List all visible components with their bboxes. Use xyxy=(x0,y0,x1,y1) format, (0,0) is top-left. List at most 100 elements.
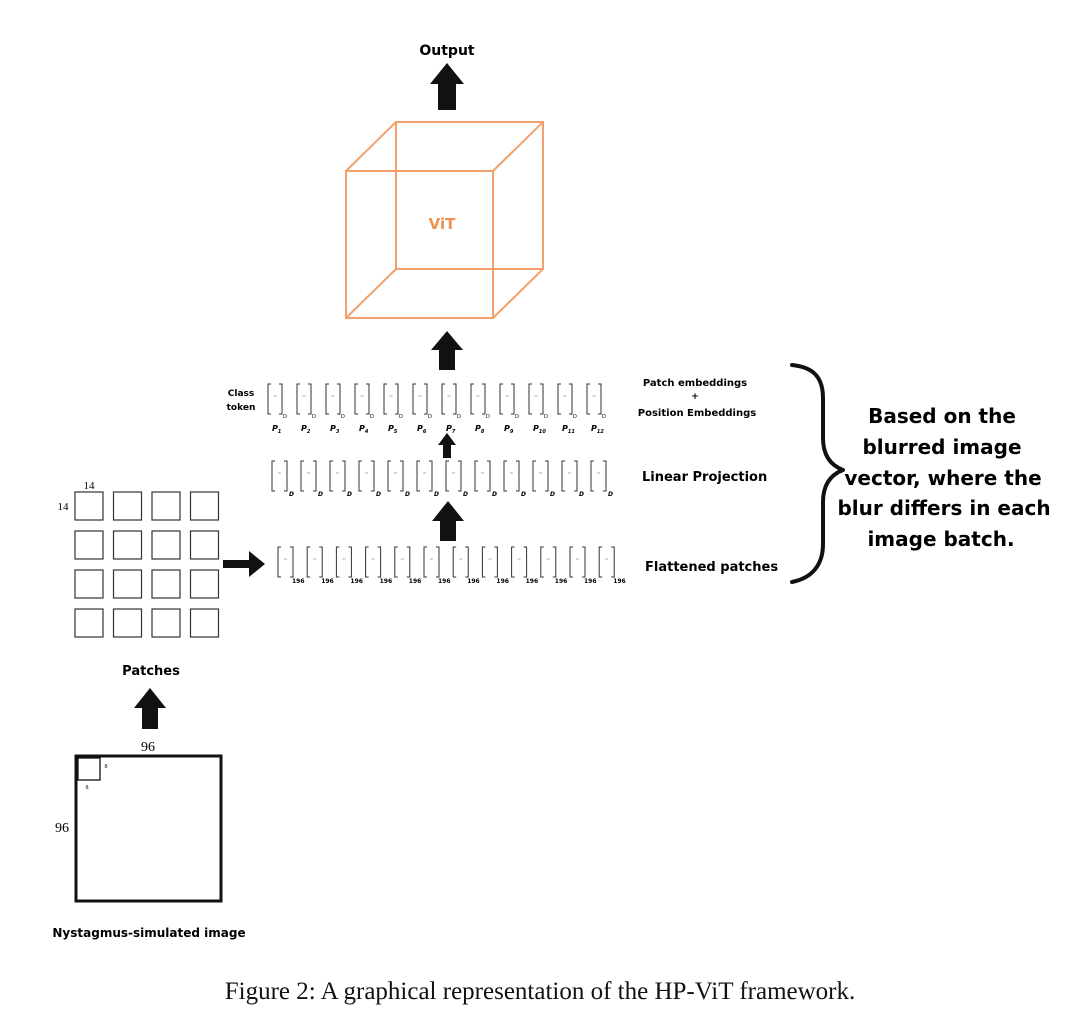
image-patch xyxy=(151,530,181,560)
image-patch xyxy=(151,569,181,599)
image-patch xyxy=(112,569,143,599)
projection-vector xyxy=(416,460,433,492)
projection-vector xyxy=(358,460,375,492)
embedding-vector xyxy=(267,383,283,415)
flattened-subscript: 196 xyxy=(350,578,363,585)
projection-vector xyxy=(445,460,462,492)
flattened-subscript: 196 xyxy=(496,578,509,585)
flattened-vector xyxy=(335,546,352,578)
flattened-subscript: 196 xyxy=(409,578,422,585)
flattened-vector xyxy=(511,546,528,578)
patch-position-label: P2 xyxy=(301,424,311,435)
embedding-subscript: D xyxy=(283,414,287,420)
patch-position-label: P10 xyxy=(533,424,546,435)
embedding-subscript: D xyxy=(515,414,519,420)
embedding-vector xyxy=(470,383,486,415)
flattened-vector xyxy=(306,546,323,578)
projection-subscript: D xyxy=(376,491,381,498)
flattened-vector xyxy=(423,546,440,578)
patch-position-label: P12 xyxy=(591,424,604,435)
projection-vector xyxy=(561,460,578,492)
image-to-patches-arrow xyxy=(134,688,166,729)
image-patch xyxy=(151,491,181,521)
brace-text-line-1: Based on the xyxy=(868,404,1016,428)
flattened-vector xyxy=(598,546,615,578)
image-patch xyxy=(189,569,220,599)
projection-vector xyxy=(329,460,346,492)
patch-embeddings-label: Patch embeddings xyxy=(643,378,747,389)
embedding-vector xyxy=(586,383,602,415)
embedding-subscript: D xyxy=(370,414,374,420)
embedding-to-vit-arrow xyxy=(431,331,463,370)
embedding-vector xyxy=(296,383,312,415)
flattened-to-projection-arrow xyxy=(432,501,464,541)
projection-vector xyxy=(590,460,607,492)
flattened-vector xyxy=(277,546,294,578)
image-patch xyxy=(74,530,104,560)
embedding-subscript: D xyxy=(428,414,432,420)
embedding-subscript: D xyxy=(544,414,548,420)
image-patch xyxy=(189,491,220,521)
brace-text-line-2: blurred image xyxy=(862,435,1021,459)
embedding-subscript: D xyxy=(312,414,316,420)
flattened-subscript: 196 xyxy=(292,578,305,585)
embedding-vector xyxy=(383,383,399,415)
projection-subscript: D xyxy=(318,491,323,498)
projection-vector xyxy=(300,460,317,492)
embedding-subscript: D xyxy=(573,414,577,420)
patch-position-label: P6 xyxy=(417,424,427,435)
patch-position-label: P7 xyxy=(446,424,456,435)
input-image-caption: Nystagmus-simulated image xyxy=(52,926,245,940)
projection-vector xyxy=(474,460,491,492)
flattened-subscript: 196 xyxy=(526,578,539,585)
inner-patch-width-label: 8 xyxy=(105,764,108,770)
embedding-vector xyxy=(557,383,573,415)
vit-cube xyxy=(345,121,544,319)
flattened-vector xyxy=(394,546,411,578)
image-patch xyxy=(112,491,143,521)
patch-position-label: P8 xyxy=(475,424,485,435)
flattened-vector xyxy=(481,546,498,578)
embedding-vector xyxy=(499,383,515,415)
input-inner-patch xyxy=(77,757,101,781)
embedding-vector xyxy=(412,383,428,415)
flattened-subscript: 196 xyxy=(555,578,568,585)
position-embeddings-label: Position Embeddings xyxy=(638,408,756,419)
brace-text-line-5: image batch. xyxy=(867,527,1014,551)
patch-position-label: P9 xyxy=(504,424,514,435)
image-patch xyxy=(74,491,104,521)
patch-position-label: P3 xyxy=(330,424,340,435)
inner-patch-height-label: 8 xyxy=(86,785,89,791)
flattened-subscript: 196 xyxy=(321,578,334,585)
projection-vector xyxy=(532,460,549,492)
flattened-vector xyxy=(569,546,586,578)
patch-grid xyxy=(74,491,220,638)
projection-subscript: D xyxy=(434,491,439,498)
patch-position-label: P5 xyxy=(388,424,398,435)
image-height-label: 96 xyxy=(55,821,69,836)
projection-vector xyxy=(503,460,520,492)
embedding-subscript: D xyxy=(457,414,461,420)
linear-projection-label: Linear Projection xyxy=(642,470,767,485)
flattened-vector xyxy=(365,546,382,578)
embedding-vector xyxy=(441,383,457,415)
brace-text: Based on the blurred image vector, where… xyxy=(837,404,1050,551)
projection-subscript: D xyxy=(521,491,526,498)
projection-subscript: D xyxy=(289,491,294,498)
projection-to-embedding-arrow xyxy=(438,433,456,458)
flattened-subscript: 196 xyxy=(467,578,480,585)
image-patch xyxy=(74,569,104,599)
embedding-vector xyxy=(325,383,341,415)
embedding-vector xyxy=(354,383,370,415)
flattened-vector xyxy=(540,546,557,578)
image-patch xyxy=(74,608,104,638)
brace-text-line-4: blur differs in each xyxy=(837,496,1050,520)
image-width-label: 96 xyxy=(141,740,155,755)
patch-position-label: P11 xyxy=(562,424,575,435)
output-arrow xyxy=(430,63,464,110)
patches-label: Patches xyxy=(122,664,180,679)
flattened-patches-label: Flattened patches xyxy=(645,560,778,575)
